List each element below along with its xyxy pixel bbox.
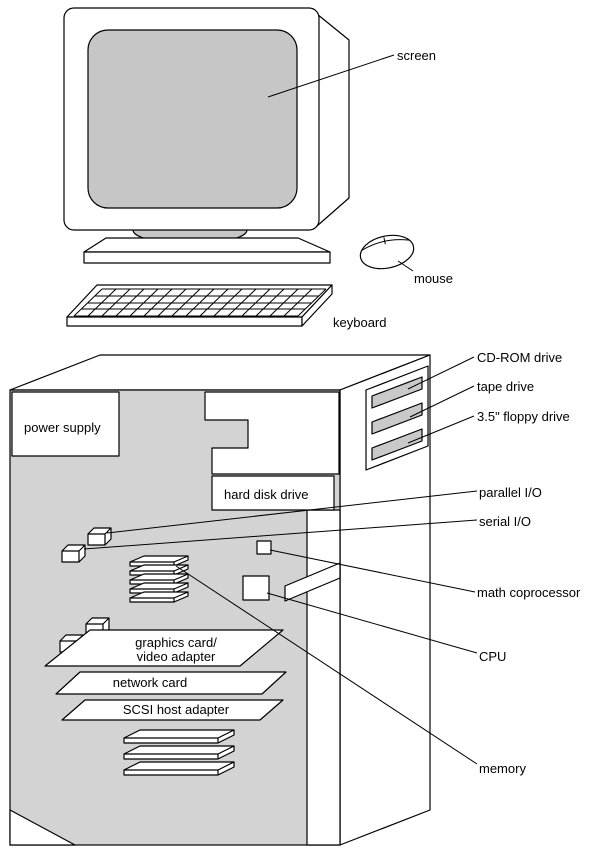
graphics-card-label-line2: video adapter [137,649,216,664]
power-supply-label: power supply [24,420,101,435]
graphics-card-label-line1: graphics card/ [135,635,217,650]
monitor-base-front [83,251,331,264]
cpu-chip [242,575,270,601]
expansion-slots [123,729,235,776]
parallel-io-connector [87,527,112,546]
serial-io-connector [61,544,86,563]
mouse-button-divider [383,237,386,245]
tape-leader-line [409,385,475,418]
chassis-crossbar [284,562,341,602]
monitor [63,7,350,264]
power-supply-box [11,391,120,457]
cpu-label: CPU [479,649,506,664]
math-coprocessor-leader-line [269,549,476,593]
scsi-host-adapter-card [61,699,284,721]
serial-io-leader-line [83,519,478,550]
cdrom-drive-label: CD-ROM drive [477,350,562,365]
monitor-base-top [83,237,331,253]
keyboard [66,284,333,327]
hard-disk-drive-label: hard disk drive [224,487,309,502]
leader-lines [83,54,478,765]
drive-cage [204,391,340,475]
screen-label: screen [397,48,436,63]
tower-case [9,354,431,846]
slot-plank [123,761,235,776]
math-coprocessor-label: math coprocessor [477,585,581,600]
parallel-io-label: parallel I/O [479,485,542,500]
labels: screen mouse keyboard CD-ROM drive tape … [24,48,581,776]
graphics-card [44,629,284,667]
tape-drive-label: tape drive [477,379,534,394]
mouse-leader-line [397,260,414,272]
keyboard-right-face [301,284,333,327]
case-inner-wall [306,509,341,846]
keyboard-key-columns [73,288,327,317]
mouse-body [359,234,415,270]
mouse [359,234,415,270]
case-floor-wedge [9,809,76,846]
floppy-drive-label: 3.5" floppy drive [477,409,570,424]
screen [87,29,298,209]
drive-bays [365,365,429,471]
parallel-io-leader-line [106,490,478,534]
memory-leader-line [175,565,478,765]
memory-label: memory [479,761,526,776]
slot-plank [123,729,235,744]
screen-leader-line [267,54,395,98]
network-card-label: network card [113,675,187,690]
floppy-leader-line [407,415,475,444]
slot-plank [123,745,235,760]
mouse-label: mouse [414,271,453,286]
monitor-side-panel [316,13,350,227]
memory-modules [129,555,189,603]
cdrom-leader-line [407,356,475,390]
scsi-host-adapter-label: SCSI host adapter [123,702,230,717]
network-card [55,671,287,695]
keyboard-label: keyboard [333,315,386,330]
hard-disk-drive-box [211,475,335,511]
keyboard-front-face [66,316,303,327]
cpu-leader-line [266,592,478,654]
math-coprocessor-chip [256,540,272,555]
serial-io-label: serial I/O [479,514,531,529]
